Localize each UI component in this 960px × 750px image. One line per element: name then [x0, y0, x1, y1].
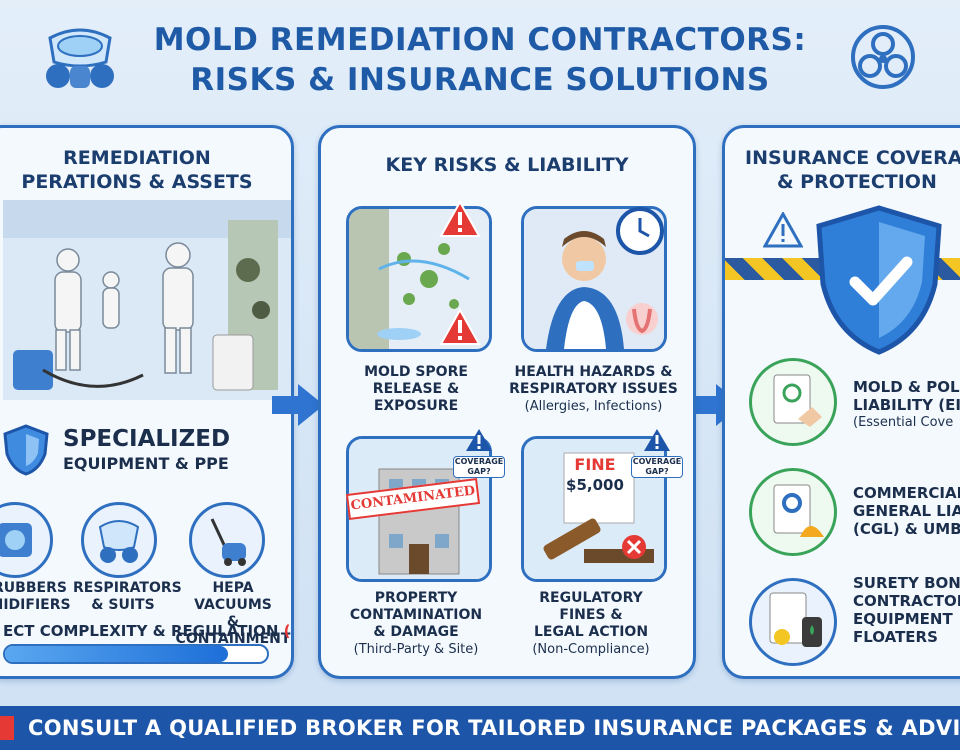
- complexity-label: ECT COMPLEXITY & REGULATION (HIGH): [3, 622, 291, 640]
- risk-4-note: (Non-Compliance): [532, 642, 650, 657]
- risk-2-note: (Allergies, Infections): [524, 399, 663, 414]
- page-title-line1: MOLD REMEDIATION CONTRACTORS:: [153, 22, 807, 58]
- page-title-line2: RISKS & INSURANCE SOLUTIONS: [190, 62, 770, 98]
- coverage-1-line1: MOLD & POLLU: [853, 378, 960, 396]
- biohazard-document-icon: [749, 358, 837, 446]
- complexity-bar-fill: [5, 646, 228, 662]
- remediation-scene-image: [3, 200, 291, 400]
- risk-1-line3: EXPOSURE: [373, 398, 459, 414]
- warning-icon: [466, 429, 492, 451]
- coverage-panel: INSURANCE COVERA & PROTECTION MOLD & POL…: [722, 125, 960, 679]
- operations-panel: REMEDIATION PERATIONS & ASSETS SPECIALIZ…: [0, 125, 294, 679]
- footer-banner: CONSULT A QUALIFIED BROKER FOR TAILORED …: [0, 706, 960, 750]
- coverage-gap-line2: GAP?: [645, 467, 669, 476]
- coverage-gap-line1: COVERAGE: [632, 457, 682, 466]
- hepa-line2: & CONTAINMENT: [175, 614, 291, 647]
- risk-3-line1: PROPERTY: [374, 590, 458, 606]
- risk-3-line2: CONTAMINATION: [349, 607, 483, 623]
- coverage-2-line2: GENERAL LIAB: [853, 502, 960, 520]
- respirators-line2: & SUITS: [91, 597, 155, 613]
- complexity-level: (HIGH): [283, 622, 291, 640]
- coverage-gap-badge: COVERAGE GAP?: [453, 428, 505, 478]
- risk-3-note: (Third-Party & Site): [353, 642, 479, 657]
- risk-4-line3: LEGAL ACTION: [533, 624, 649, 640]
- arrow-right-icon: [272, 384, 324, 426]
- scrubber-icon: [0, 502, 53, 578]
- coverage-3-line2: CONTRACTOR: [853, 592, 960, 610]
- risk-1-caption: MOLD SPORE RELEASE & EXPOSURE: [341, 364, 491, 415]
- operations-title-line1: REMEDIATION: [63, 147, 211, 169]
- coverage-title-line2: & PROTECTION: [777, 171, 937, 193]
- warning-icon: [439, 308, 481, 345]
- coverage-2-text: COMMERCIAL GENERAL LIAB (CGL) & UMBR: [853, 484, 960, 538]
- coverage-3-line3: EQUIPMENT: [853, 610, 953, 628]
- warning-icon: [763, 212, 803, 248]
- coverage-gap-badge: COVERAGE GAP?: [631, 428, 683, 478]
- risk-3-caption: PROPERTY CONTAMINATION & DAMAGE (Third-P…: [336, 590, 496, 658]
- warning-icon: [644, 429, 670, 451]
- hepa-line1: HEPA VACUUMS: [194, 580, 272, 613]
- footer-text: CONSULT A QUALIFIED BROKER FOR TAILORED …: [28, 716, 960, 740]
- warning-icon: [439, 200, 481, 237]
- complexity-text: ECT COMPLEXITY & REGULATION: [3, 622, 279, 640]
- coverage-1-line2: LIABILITY (EIL: [853, 396, 960, 414]
- risk-4-line2: FINES &: [559, 607, 623, 623]
- respirators-label: RESPIRATORS & SUITS: [73, 580, 182, 614]
- vacuum-icon: [189, 502, 265, 578]
- risk-1-line2: RELEASE &: [372, 381, 460, 397]
- shield-check-icon: [816, 205, 942, 355]
- risk-3-line3: & DAMAGE: [373, 624, 459, 640]
- risk-2-caption: HEALTH HAZARDS & RESPIRATORY ISSUES (All…: [506, 364, 681, 415]
- health-hazard-tile: [521, 206, 667, 352]
- coverage-3-text: SURETY BON CONTRACTOR EQUIPMENT FLOATERS: [853, 574, 960, 646]
- coverage-1-note: (Essential Cove: [853, 415, 954, 430]
- risk-2-line2: RESPIRATORY ISSUES: [509, 381, 678, 397]
- complexity-bar: [3, 644, 269, 664]
- scrubbers-line2: MIDIFIERS: [0, 597, 71, 613]
- coverage-gap-line2: GAP?: [467, 467, 491, 476]
- footer-accent: [0, 716, 14, 740]
- scrubbers-line1: RUBBERS: [0, 580, 67, 596]
- shield-icon: [3, 424, 49, 476]
- coverage-gap-line1: COVERAGE: [454, 457, 504, 466]
- coverage-1-text: MOLD & POLLU LIABILITY (EIL (Essential C…: [853, 378, 960, 432]
- scrubbers-label: RUBBERS MIDIFIERS: [0, 580, 77, 614]
- coverage-3-line1: SURETY BON: [853, 574, 960, 592]
- respirators-line1: RESPIRATORS: [73, 580, 182, 596]
- operations-title-line2: PERATIONS & ASSETS: [21, 171, 253, 193]
- coverage-2-line3: (CGL) & UMBR: [853, 520, 960, 538]
- risk-4-caption: REGULATORY FINES & LEGAL ACTION (Non-Com…: [516, 590, 666, 658]
- surety-bond-icon: [749, 578, 837, 666]
- fine-label: FINE: [574, 455, 616, 474]
- equipment-subtitle: EQUIPMENT & PPE: [63, 454, 229, 473]
- risk-2-line1: HEALTH HAZARDS &: [514, 364, 673, 380]
- gear-document-icon: [749, 468, 837, 556]
- risks-panel: KEY RISKS & LIABILITY MOLD SPORE RELEASE…: [318, 125, 696, 679]
- gas-mask-icon: [46, 28, 114, 88]
- risks-title: KEY RISKS & LIABILITY: [385, 154, 629, 176]
- coverage-3-line4: FLOATERS: [853, 628, 938, 646]
- equipment-title: SPECIALIZED: [63, 426, 231, 452]
- hepa-label: HEPA VACUUMS & CONTAINMENT: [175, 580, 291, 648]
- biohazard-icon: [851, 25, 915, 89]
- respirator-icon: [81, 502, 157, 578]
- fine-amount: $5,000: [566, 476, 624, 494]
- risk-4-line1: REGULATORY: [539, 590, 643, 606]
- coverage-title-line1: INSURANCE COVERA: [745, 147, 960, 169]
- risk-1-line1: MOLD SPORE: [364, 364, 468, 380]
- clock-icon: [616, 207, 664, 255]
- coverage-2-line1: COMMERCIAL: [853, 484, 960, 502]
